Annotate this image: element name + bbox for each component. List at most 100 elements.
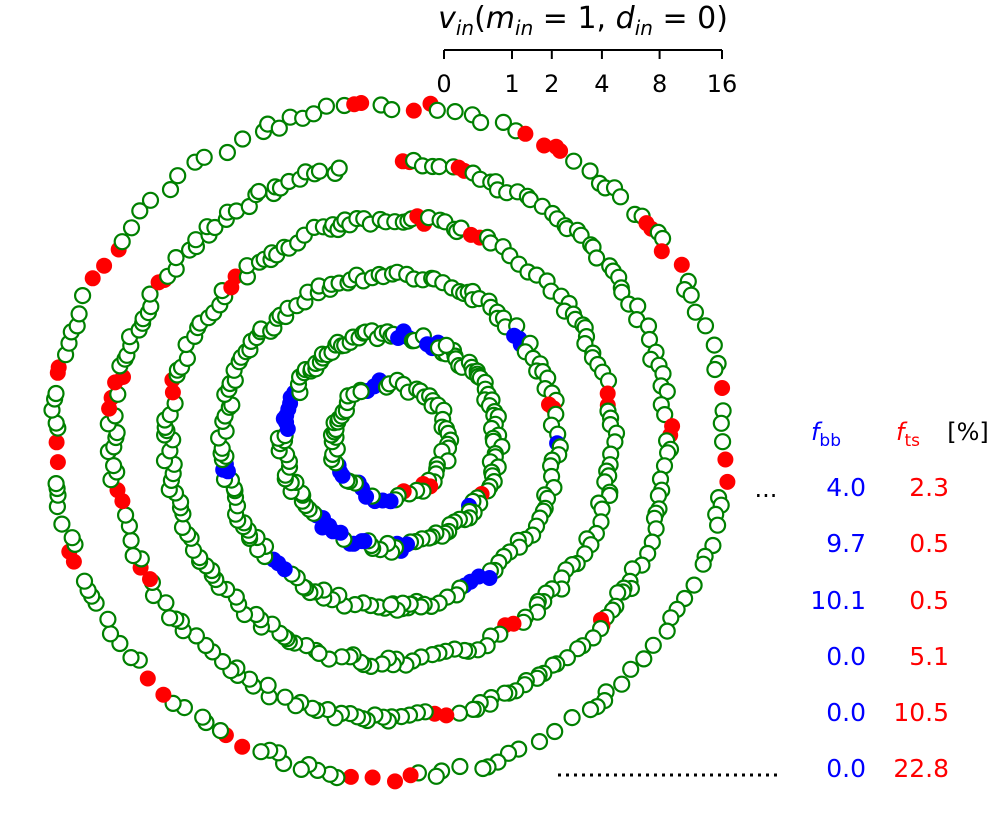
open-marker <box>644 636 662 654</box>
open-marker <box>252 743 270 761</box>
open-marker <box>73 287 92 305</box>
open-marker <box>635 650 653 668</box>
ring-4 <box>155 208 626 676</box>
scale-tick-label: 2 <box>544 70 559 98</box>
open-marker <box>694 555 712 573</box>
open-marker <box>708 516 727 534</box>
scale-tick-label: 4 <box>594 70 609 98</box>
fts-marker <box>142 571 158 588</box>
fts-value: 0.5 <box>909 529 949 558</box>
scale-tick-label: 8 <box>652 70 667 98</box>
ring-3 <box>210 263 569 619</box>
open-marker <box>305 105 323 123</box>
open-marker <box>75 572 94 590</box>
open-marker <box>194 708 212 726</box>
open-marker <box>178 349 196 367</box>
fbb-value: 0.0 <box>826 754 866 783</box>
open-marker <box>474 759 492 778</box>
ring-6 <box>43 95 736 790</box>
fbb-value: 0.0 <box>826 698 866 727</box>
open-marker <box>428 101 446 119</box>
fts-header: fts <box>896 418 920 451</box>
open-marker <box>141 285 159 303</box>
open-marker <box>211 721 230 740</box>
fts-marker <box>364 769 381 786</box>
fts-marker <box>234 738 251 755</box>
open-marker <box>167 249 185 267</box>
fts-value: 5.1 <box>909 642 949 671</box>
open-marker <box>382 596 400 614</box>
open-marker <box>581 700 600 719</box>
open-marker <box>141 191 160 209</box>
open-marker <box>259 676 277 694</box>
open-marker <box>157 594 175 612</box>
open-marker <box>581 162 599 180</box>
fts-marker <box>405 102 422 119</box>
open-marker <box>705 336 723 354</box>
open-marker <box>270 119 288 137</box>
open-marker <box>218 143 236 162</box>
table-row: 10.1 0.5 <box>810 586 949 615</box>
open-marker <box>214 652 232 671</box>
open-marker <box>330 159 348 177</box>
fbb-value: 10.1 <box>810 586 866 615</box>
fts-marker <box>402 767 419 784</box>
fts-marker <box>353 95 370 111</box>
open-marker <box>656 406 674 424</box>
open-marker <box>437 336 455 354</box>
open-marker <box>565 152 583 170</box>
fts-marker <box>342 768 359 785</box>
open-marker <box>122 531 140 550</box>
open-marker <box>104 457 123 475</box>
open-marker <box>206 218 224 237</box>
fts-marker <box>517 125 534 142</box>
open-marker <box>131 202 149 220</box>
open-marker <box>124 546 142 565</box>
fts-value: 2.3 <box>909 473 949 502</box>
open-marker <box>446 102 464 121</box>
fbb-value: 0.0 <box>826 642 866 671</box>
fts-marker <box>84 270 101 287</box>
fts-marker <box>164 384 181 401</box>
fts-value: 10.5 <box>893 698 949 727</box>
open-marker <box>427 767 445 785</box>
fts-marker <box>387 773 403 790</box>
open-marker <box>317 97 335 115</box>
fts-value: 22.8 <box>893 754 949 783</box>
scale-tick-label: 1 <box>504 70 519 98</box>
ring-5 <box>99 151 681 730</box>
open-marker <box>47 475 65 493</box>
chart-title: vin(min = 1, din = 0) <box>438 1 728 40</box>
open-marker <box>611 188 630 206</box>
open-marker <box>622 660 640 678</box>
fts-marker <box>155 686 172 703</box>
fts-marker <box>536 137 553 154</box>
table-row: 0.0 22.8 <box>826 754 949 783</box>
open-marker <box>613 675 631 693</box>
fts-marker <box>599 385 616 402</box>
open-marker <box>352 383 370 401</box>
fts-marker <box>139 670 156 687</box>
leader-lines: ... <box>558 475 782 777</box>
open-marker <box>310 162 329 180</box>
fts-marker <box>48 434 65 451</box>
fts-marker <box>673 256 690 273</box>
table-row: 0.0 10.5 <box>826 698 949 727</box>
open-marker <box>658 622 676 640</box>
open-marker <box>99 610 117 628</box>
open-marker <box>161 181 180 199</box>
fts-marker <box>719 473 736 490</box>
open-marker <box>70 305 88 323</box>
fts-marker <box>714 380 731 396</box>
fts-value: 0.5 <box>909 586 949 615</box>
open-marker <box>113 233 131 251</box>
ring-markers <box>43 95 736 790</box>
open-marker <box>546 722 564 741</box>
fts-marker <box>717 451 734 468</box>
open-marker <box>530 732 549 751</box>
open-marker <box>250 182 268 201</box>
fts-marker <box>653 243 670 260</box>
